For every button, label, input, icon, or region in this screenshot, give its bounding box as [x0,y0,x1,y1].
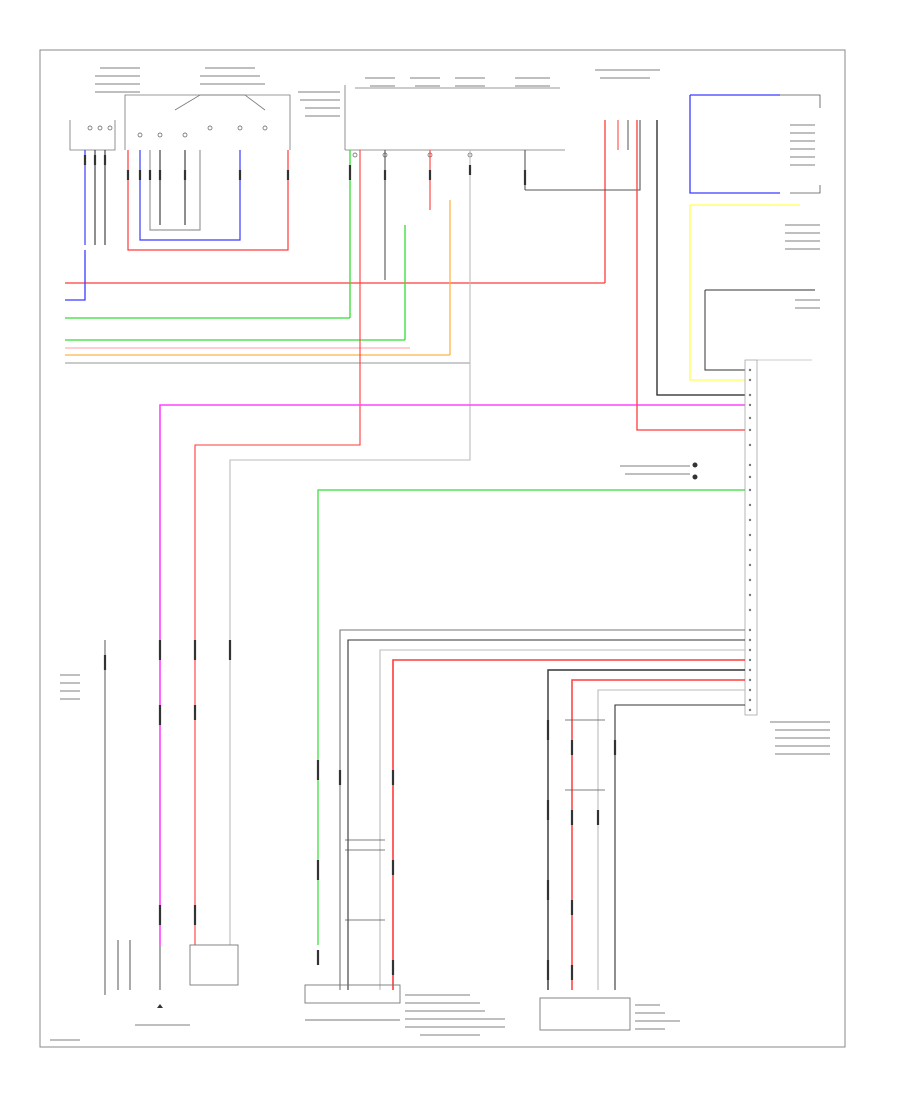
pink-bus [159,404,745,945]
right-module-block [317,94,821,945]
bottom-left-sensor-wires [104,640,161,995]
lower-harness-wires [339,629,745,990]
middle-vertical-wires [194,120,641,945]
bottom-connectors [304,984,631,1031]
ground-icon [157,1004,163,1008]
top-left-switch-block [69,85,565,151]
top-label-blocks [95,67,660,117]
right-module-connector [744,359,812,716]
shield-markers [345,719,605,921]
top-left-component-symbols [87,125,473,158]
wire-connector-marks [83,155,617,980]
right-side-label-blocks [620,124,830,755]
bottom-label-blocks [50,674,680,1041]
left-bus-lines [65,120,606,364]
diagram-frame [39,49,846,1048]
ground-symbols [692,462,698,480]
sensor-module-box [189,944,239,986]
right-connector-pins [748,368,752,712]
top-left-vertical-wires [84,150,289,251]
